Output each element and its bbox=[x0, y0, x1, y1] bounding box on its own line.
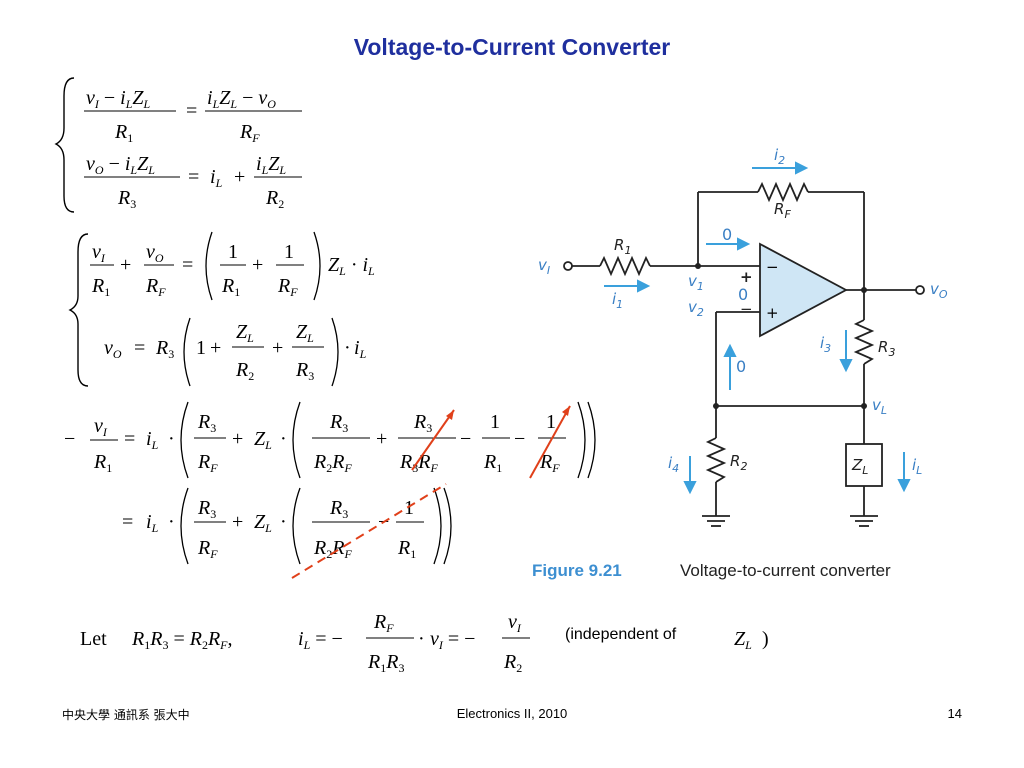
label-R3: R3 bbox=[878, 338, 895, 359]
svg-text:R2RF: R2RF bbox=[313, 451, 352, 475]
slide-title: Voltage-to-Current Converter bbox=[353, 34, 671, 60]
svg-text:1: 1 bbox=[196, 337, 206, 359]
label-R2: R2 bbox=[730, 452, 747, 473]
svg-text:·: · bbox=[168, 428, 175, 450]
svg-text:·: · bbox=[168, 511, 175, 533]
svg-text:1: 1 bbox=[490, 411, 500, 433]
svg-text:=: = bbox=[188, 166, 199, 188]
svg-text:·: · bbox=[418, 628, 425, 650]
opamp-minus-sign: − bbox=[766, 258, 779, 276]
svg-text:+: + bbox=[232, 428, 243, 450]
label-ZL: ZL bbox=[851, 456, 868, 477]
svg-text:=: = bbox=[182, 254, 193, 276]
independent-note: (independent of bbox=[565, 626, 677, 643]
label-plus: + bbox=[740, 268, 753, 286]
op-amp-symbol bbox=[759, 242, 848, 338]
label-vO: vO bbox=[930, 280, 948, 301]
opamp-plus-sign: + bbox=[766, 304, 779, 322]
RF-resistor bbox=[757, 181, 809, 203]
label-vL: vL bbox=[872, 396, 887, 417]
svg-text:−: − bbox=[514, 428, 525, 450]
label-v2: v2 bbox=[688, 298, 704, 319]
figure-caption: Voltage-to-current converter bbox=[680, 561, 891, 580]
svg-text:1: 1 bbox=[228, 241, 238, 263]
svg-text:·: · bbox=[344, 337, 351, 359]
footer-page-number: 14 bbox=[947, 706, 962, 721]
label-v1: v1 bbox=[688, 272, 704, 293]
label-vI: vI bbox=[538, 256, 550, 277]
independent-close: ) bbox=[762, 628, 769, 650]
svg-text:=: = bbox=[134, 337, 145, 359]
svg-text:+: + bbox=[210, 337, 221, 359]
svg-text:+: + bbox=[272, 337, 283, 359]
equation-block-1: vI − iLZL R1 = iLZL − vO RF vO − iLZL R3… bbox=[54, 77, 302, 213]
svg-text:+: + bbox=[232, 511, 243, 533]
label-i2: i2 bbox=[774, 146, 785, 167]
footer-course: Electronics II, 2010 bbox=[456, 706, 568, 721]
R1-resistor bbox=[599, 255, 651, 277]
svg-text:R1R3: R1R3 bbox=[367, 651, 404, 675]
svg-text:=: = bbox=[124, 428, 135, 450]
svg-text:1: 1 bbox=[404, 497, 414, 519]
svg-text:·: · bbox=[280, 511, 287, 533]
svg-text:+: + bbox=[252, 254, 263, 276]
R3-resistor bbox=[853, 319, 875, 365]
svg-text:·: · bbox=[280, 428, 287, 450]
footer-author: 中央大學 通訊系 張大中 bbox=[62, 708, 190, 722]
label-iL: iL bbox=[912, 456, 922, 477]
svg-text:−: − bbox=[64, 428, 75, 450]
label-zero-mid: 0 bbox=[738, 285, 748, 304]
svg-text:ZL · iL: ZL · iL bbox=[328, 254, 375, 278]
label-R1: R1 bbox=[614, 236, 631, 257]
label-minus: − bbox=[740, 300, 753, 318]
figure-label: Figure 9.21 bbox=[532, 561, 622, 580]
svg-text:1: 1 bbox=[546, 411, 556, 433]
vO-terminal bbox=[915, 285, 925, 295]
label-i4: i4 bbox=[668, 454, 679, 475]
label-zero-top: 0 bbox=[722, 225, 732, 244]
svg-text:vO − iLZL: vO − iLZL bbox=[86, 153, 155, 177]
svg-text:iLZL − vO: iLZL − vO bbox=[207, 87, 276, 111]
label-i1: i1 bbox=[612, 290, 623, 311]
svg-text:1: 1 bbox=[284, 241, 294, 263]
let-word: Let bbox=[80, 628, 107, 650]
vI-terminal bbox=[563, 261, 573, 271]
svg-text:−: − bbox=[460, 428, 471, 450]
R2-resistor bbox=[705, 437, 727, 483]
label-RF: RF bbox=[774, 200, 791, 221]
svg-text:=: = bbox=[122, 511, 133, 533]
label-zero-vert: 0 bbox=[736, 357, 746, 376]
svg-text:+: + bbox=[234, 166, 245, 188]
svg-text:+: + bbox=[120, 254, 131, 276]
svg-text:+: + bbox=[376, 428, 387, 450]
svg-text:vI = −: vI = − bbox=[430, 628, 475, 652]
svg-text:=: = bbox=[186, 100, 197, 122]
label-i3: i3 bbox=[820, 334, 831, 355]
